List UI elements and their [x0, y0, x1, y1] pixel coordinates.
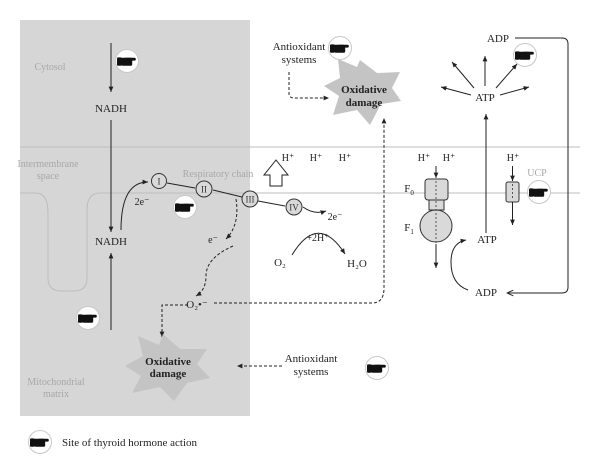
- damage-top-starburst: [324, 59, 401, 125]
- proton-label-5: H⁺: [443, 153, 456, 164]
- damage-bottom-starburst: [125, 334, 210, 401]
- pointing-hand-icon: [365, 356, 389, 380]
- intermembrane-label-1: Intermembrane: [17, 159, 79, 170]
- adp-top-label: ADP: [487, 33, 509, 45]
- plus-2h-label: +2H⁺: [306, 233, 329, 244]
- antioxidant-bottom-line2: systems: [294, 366, 329, 378]
- pointing-hand-icon: [115, 49, 139, 73]
- atp-use-arrow-2: [451, 61, 475, 89]
- atp-use-arrow-1: [440, 86, 472, 96]
- atp-mid-label: ATP: [477, 234, 497, 246]
- adp-bottom-label: ADP: [475, 287, 497, 299]
- o2-label: O₂: [274, 257, 286, 269]
- pointing-hand-icon: [527, 180, 551, 204]
- proton-label-4: H⁺: [418, 153, 431, 164]
- nadh-bottom-label: NADH: [95, 236, 127, 248]
- complex-ii: II: [195, 180, 213, 198]
- superoxide-label: O₂•⁻: [186, 299, 208, 311]
- nadh-top-label: NADH: [95, 103, 127, 115]
- adp-return-loop: [507, 37, 569, 293]
- e-minus-label: e⁻: [208, 235, 218, 246]
- cytosol-label: Cytosol: [34, 62, 65, 73]
- mito-matrix-label-2: matrix: [43, 389, 69, 400]
- atp-use-arrow-4: [495, 63, 518, 89]
- two-e-left-label: 2e⁻: [135, 197, 150, 208]
- arrow-complex-iv-electrons: [302, 206, 327, 215]
- matrix-shade: [20, 20, 250, 416]
- arrow-o2-to-h2o: [291, 232, 346, 256]
- f0-label: F0: [404, 183, 414, 197]
- complex-iii: III: [241, 190, 259, 208]
- proton-label-ucp: H⁺: [507, 153, 520, 164]
- chain-link-3-4: [257, 200, 286, 207]
- ucp-channel: [505, 181, 520, 203]
- pointing-hand-icon: [513, 43, 537, 67]
- damage-top-line1: Oxidative: [341, 84, 387, 96]
- arrow-antioxidant-top: [288, 72, 329, 101]
- ucp-label: UCP: [527, 168, 547, 179]
- legend-pointing-hand-icon: [28, 430, 52, 454]
- svg-text:IV: IV: [289, 203, 299, 213]
- svg-text:III: III: [246, 195, 255, 205]
- two-e-right-label: 2e⁻: [328, 212, 343, 223]
- arrow-adp-to-atp: [450, 238, 469, 291]
- pointing-hand-icon: [76, 306, 100, 330]
- damage-top-line2: damage: [346, 97, 383, 109]
- pointing-hand-icon: [328, 36, 352, 60]
- atp-synthase: [419, 178, 453, 246]
- svg-text:II: II: [201, 185, 207, 195]
- legend-text: Site of thyroid hormone action: [62, 437, 198, 449]
- svg-text:I: I: [158, 177, 161, 187]
- proton-label-1: H⁺: [282, 153, 295, 164]
- complex-i: I: [151, 173, 167, 189]
- atp-top-label: ATP: [475, 92, 495, 104]
- inner-membrane: [20, 192, 580, 292]
- arrow-superoxide-to-damage-bottom: [159, 304, 188, 337]
- arrow-electrons-to-complex-i: [120, 179, 149, 231]
- antioxidant-top-line2: systems: [282, 54, 317, 66]
- proton-label-3: H⁺: [339, 153, 352, 164]
- antioxidant-bottom-line1: Antioxidant: [285, 353, 338, 365]
- chain-link-2-3: [212, 189, 243, 198]
- proton-label-2: H⁺: [310, 153, 323, 164]
- mito-matrix-label-1: Mitochondrial: [27, 377, 84, 388]
- intermembrane-label-2: space: [37, 171, 60, 182]
- atp-use-arrow-5: [499, 86, 530, 96]
- damage-bottom-line1: Oxidative: [145, 356, 191, 368]
- pointing-hand-icon: [173, 195, 197, 219]
- respiratory-chain-label: Respiratory chain: [183, 169, 254, 180]
- proton-pump-arrow: [262, 159, 290, 187]
- h2o-label: H₂O: [347, 258, 367, 270]
- complex-iv: IV: [285, 198, 303, 216]
- f1-label: F1: [404, 222, 414, 236]
- antioxidant-top-line1: Antioxidant: [273, 41, 326, 53]
- arrow-to-superoxide: [195, 245, 234, 297]
- damage-bottom-line2: damage: [150, 368, 187, 380]
- chain-link-1-2: [166, 182, 196, 189]
